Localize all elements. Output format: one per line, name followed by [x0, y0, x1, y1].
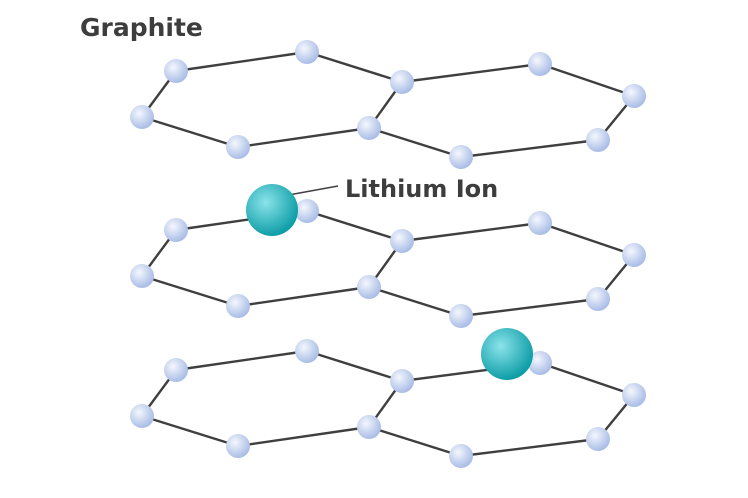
- carbon-atom: [295, 339, 319, 363]
- carbon-atom: [295, 40, 319, 64]
- carbon-bond: [305, 209, 404, 243]
- carbon-bond: [174, 349, 309, 372]
- lithium-ion-1: [246, 184, 298, 236]
- carbon-atom: [390, 229, 414, 253]
- graphite-layers: [130, 40, 646, 468]
- carbon-bond: [538, 62, 636, 98]
- carbon-bond: [367, 425, 463, 458]
- graphite-layer-1: [130, 40, 646, 169]
- carbon-atom: [130, 105, 154, 129]
- carbon-atom: [357, 415, 381, 439]
- lithium-ion-2: [481, 328, 533, 380]
- graphite-layer-2: [130, 199, 646, 328]
- carbon-atom: [622, 84, 646, 108]
- carbon-atom: [528, 211, 552, 235]
- carbon-atom: [164, 218, 188, 242]
- carbon-atom: [130, 404, 154, 428]
- carbon-bond: [305, 50, 404, 84]
- carbon-bond: [236, 285, 371, 308]
- carbon-atom: [226, 294, 250, 318]
- graphite-layer-3: [130, 339, 646, 468]
- carbon-atom: [528, 351, 552, 375]
- carbon-atom: [449, 304, 473, 328]
- carbon-bond: [538, 221, 636, 257]
- carbon-atom: [586, 287, 610, 311]
- carbon-bond: [140, 115, 240, 149]
- carbon-atom: [357, 116, 381, 140]
- carbon-bond: [236, 425, 371, 448]
- carbon-atom: [390, 369, 414, 393]
- lithium-ion-label: Lithium Ion: [345, 175, 499, 203]
- carbon-atom: [586, 128, 610, 152]
- carbon-atom: [622, 243, 646, 267]
- carbon-bond: [367, 126, 463, 159]
- carbon-atom: [357, 275, 381, 299]
- carbon-bond: [174, 50, 309, 73]
- carbon-bond: [400, 221, 542, 243]
- carbon-atom: [449, 444, 473, 468]
- carbon-bond: [459, 437, 600, 458]
- carbon-atom: [586, 427, 610, 451]
- carbon-bond: [459, 297, 600, 318]
- carbon-bond: [305, 349, 404, 383]
- lithium-ions: [246, 184, 533, 380]
- carbon-atom: [449, 145, 473, 169]
- carbon-atom: [528, 52, 552, 76]
- carbon-atom: [226, 434, 250, 458]
- carbon-bond: [538, 361, 636, 397]
- carbon-bond: [236, 126, 371, 149]
- carbon-atom: [622, 383, 646, 407]
- carbon-bond: [140, 414, 240, 448]
- carbon-atom: [295, 199, 319, 223]
- carbon-bond: [140, 274, 240, 308]
- carbon-atom: [164, 358, 188, 382]
- carbon-atom: [164, 59, 188, 83]
- graphite-title: Graphite: [80, 13, 203, 42]
- carbon-bond: [400, 62, 542, 84]
- carbon-bond: [459, 138, 600, 159]
- carbon-atom: [390, 70, 414, 94]
- carbon-bond: [367, 285, 463, 318]
- carbon-atom: [130, 264, 154, 288]
- carbon-atom: [226, 135, 250, 159]
